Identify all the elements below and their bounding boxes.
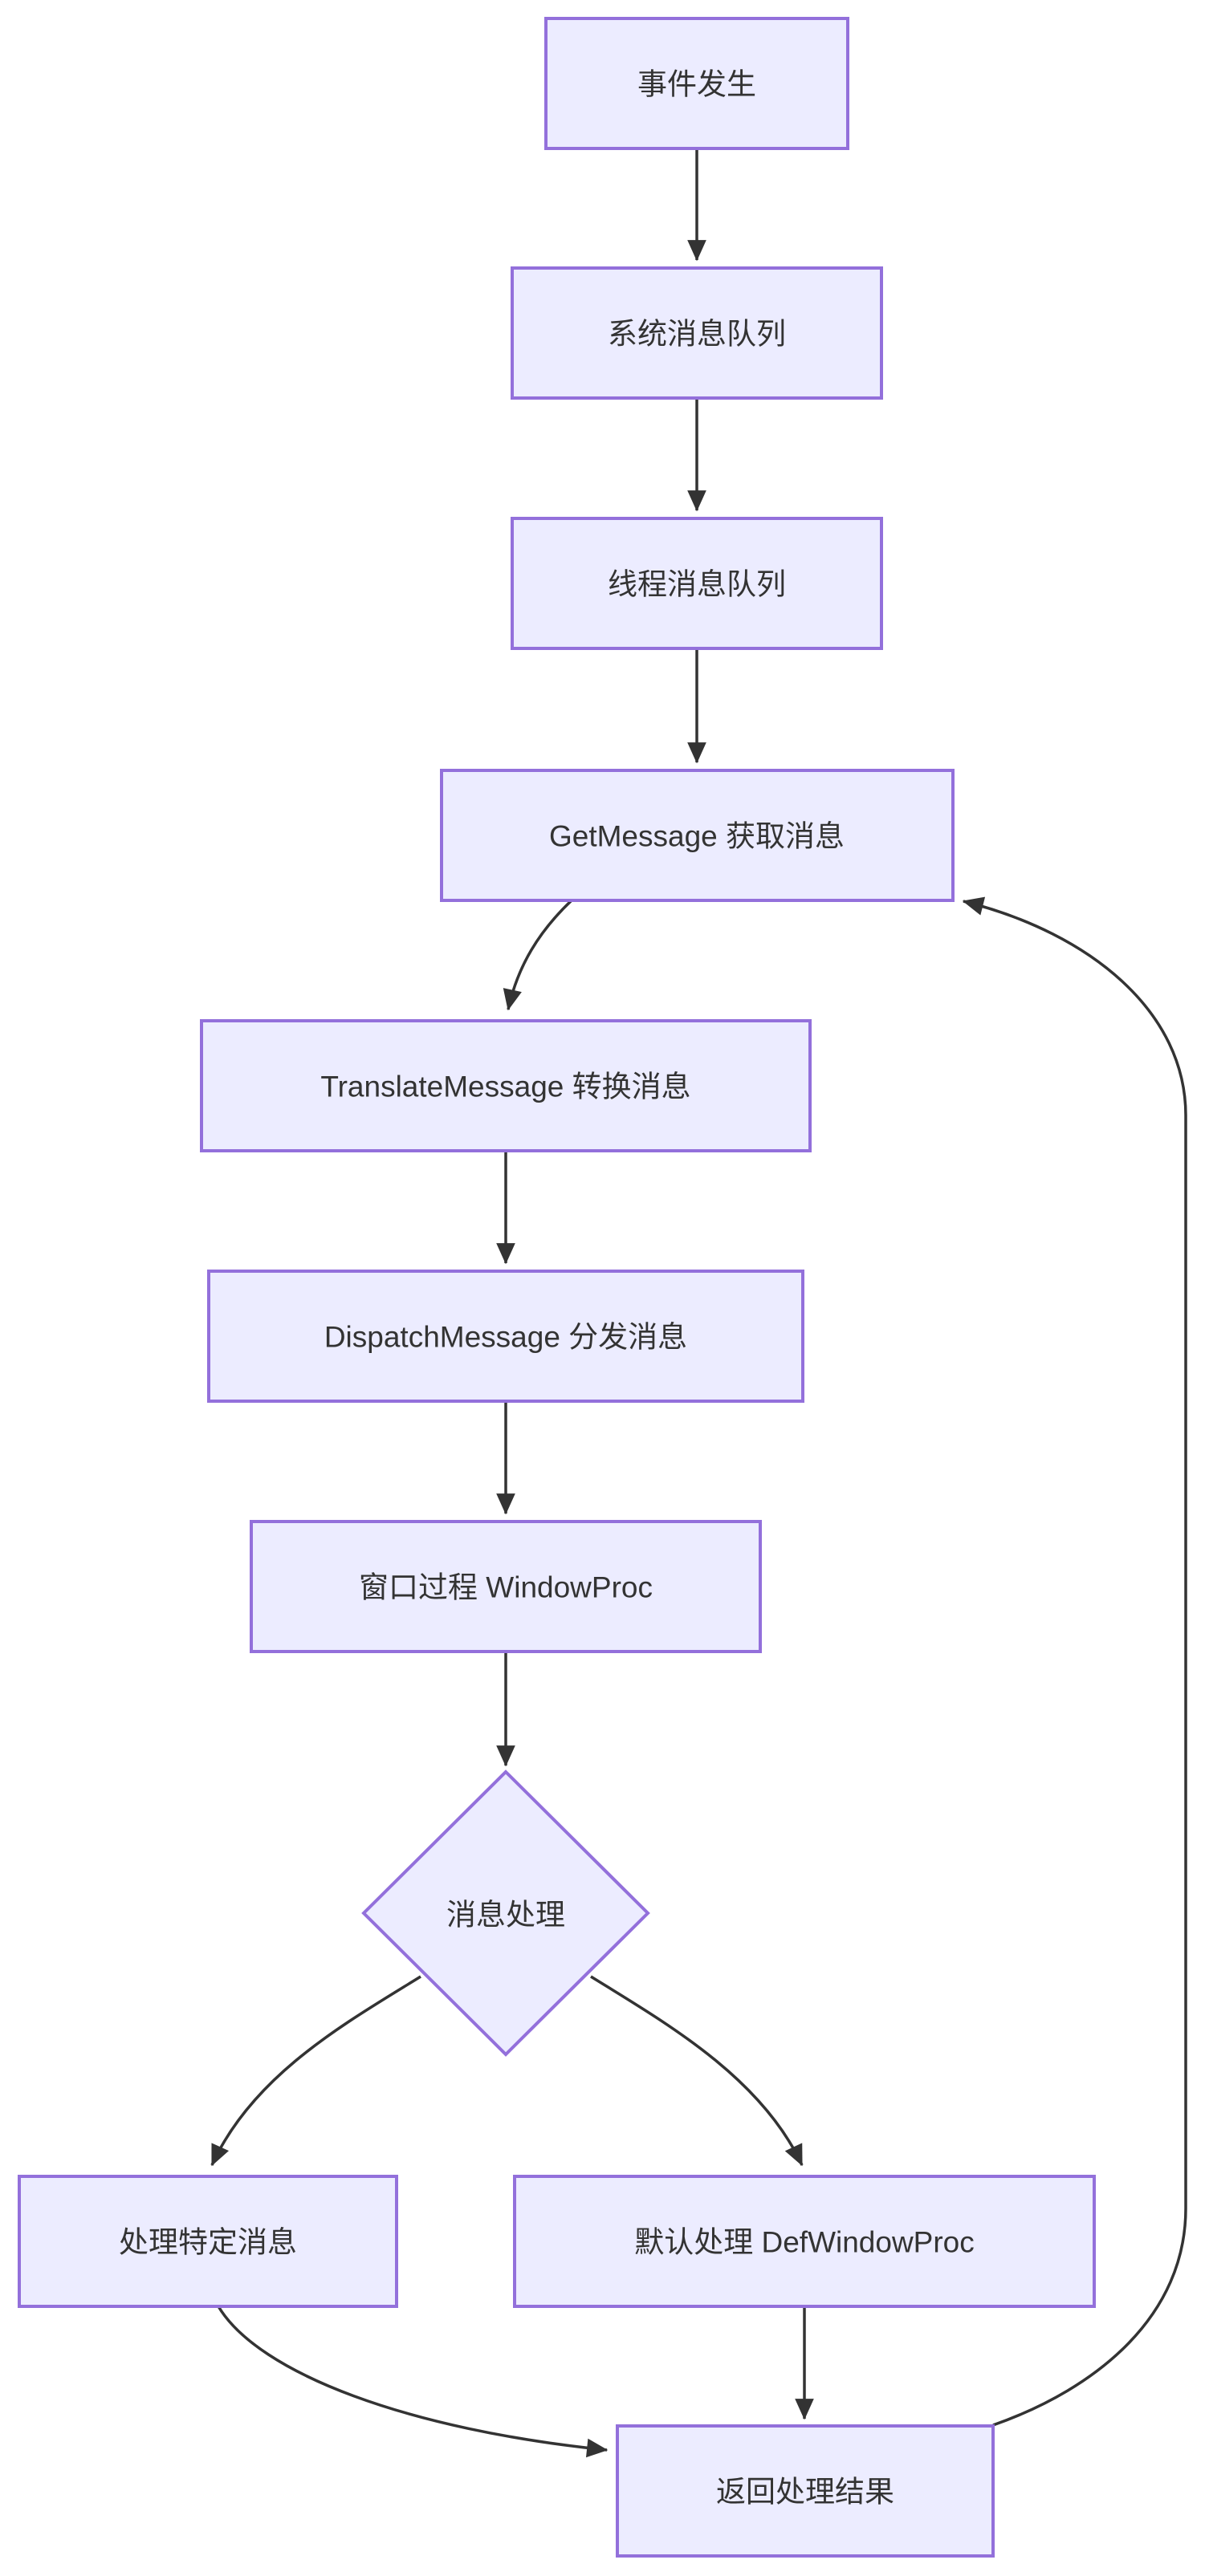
node-handle-specific-box [18,2175,398,2308]
edge-message-handling-to-default-proc [590,1975,804,2167]
node-return-result: 返回处理结果 [616,2424,995,2558]
node-translate-message-label: TranslateMessage 转换消息 [320,1071,690,1103]
node-return-result-box [616,2424,995,2558]
node-layer: 事件发生 系统消息队列 线程消息队列 GetMessage 获取消息 Trans… [18,17,1096,2558]
node-handle-specific-label: 处理特定消息 [119,2226,297,2259]
node-message-handling-label: 消息处理 [446,1899,565,1932]
node-message-handling: 消息处理 [361,1769,650,2057]
node-thread-queue-label: 线程消息队列 [608,568,786,601]
node-dispatch-message-label: DispatchMessage 分发消息 [324,1321,687,1354]
node-translate-message-box [200,1019,812,1152]
node-translate-message: TranslateMessage 转换消息 [200,1019,812,1152]
node-window-proc-label: 窗口过程 WindowProc [359,1571,653,1604]
node-dispatch-message-box [207,1270,804,1403]
node-system-queue-label: 系统消息队列 [608,318,786,351]
edge-return-result-to-get-message-loop [962,896,1187,2427]
node-handle-specific: 处理特定消息 [18,2175,398,2308]
node-get-message-box [440,769,955,902]
node-thread-queue-box [511,517,883,650]
edge-handle-specific-to-return-result [217,2306,609,2458]
node-system-queue-box [511,266,883,400]
node-event: 事件发生 [544,17,849,150]
node-event-label: 事件发生 [637,68,756,101]
node-get-message: GetMessage 获取消息 [440,769,955,902]
edge-layer [210,149,1187,2458]
node-default-proc-box [513,2175,1096,2308]
node-get-message-label: GetMessage 获取消息 [549,820,845,853]
node-window-proc-box [250,1520,762,1653]
node-window-proc: 窗口过程 WindowProc [250,1520,762,1653]
node-default-proc-label: 默认处理 DefWindowProc [634,2226,975,2259]
node-thread-queue: 线程消息队列 [511,517,883,650]
edge-message-handling-to-handle-specific [210,1975,421,2167]
edge-get-message-to-translate-message [503,899,573,1011]
node-system-queue: 系统消息队列 [511,266,883,400]
node-event-box [544,17,849,150]
node-dispatch-message: DispatchMessage 分发消息 [207,1270,804,1403]
node-return-result-label: 返回处理结果 [716,2476,894,2509]
node-message-handling-diamond [361,1769,650,2057]
node-default-proc: 默认处理 DefWindowProc [513,2175,1096,2308]
